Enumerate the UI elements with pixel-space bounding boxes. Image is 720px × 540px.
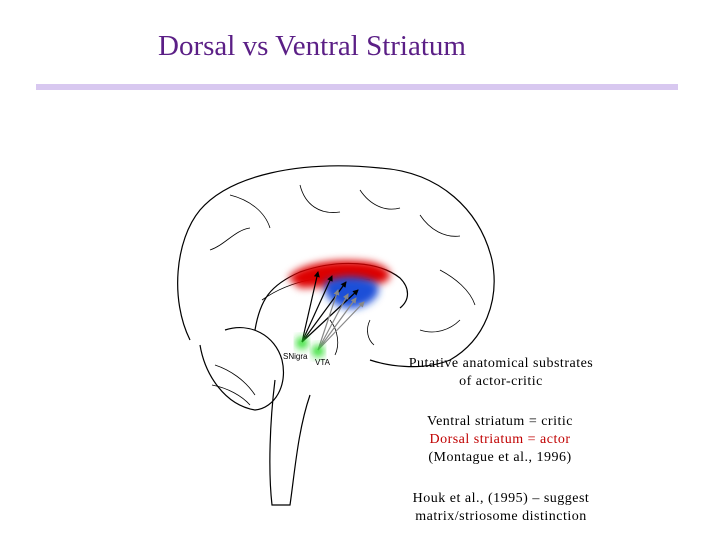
slide-title: Dorsal vs Ventral Striatum (158, 30, 466, 62)
dorsal-caption: Dorsal striatum = actor (429, 432, 571, 447)
caption-line: Houk et al., (1995) – suggest (412, 491, 590, 506)
substrates-caption: Putative anatomical substrates of actor-… (383, 355, 619, 391)
brain-outline (177, 165, 495, 506)
title-divider (36, 84, 678, 90)
ventral-caption: Ventral striatum = critic (427, 414, 573, 429)
caption-line: matrix/striosome distinction (415, 509, 587, 524)
caption-line: Putative anatomical substrates (408, 356, 594, 371)
snigra-nucleus (296, 337, 308, 349)
vta-projections (317, 289, 365, 351)
ventral-striatum (325, 276, 379, 309)
vta-nucleus (312, 345, 324, 357)
vta-label: VTA (315, 358, 331, 367)
montague-citation: (Montague et al., 1996) (428, 450, 572, 465)
snigra-label: SNigra (283, 352, 308, 361)
actor-critic-caption: Ventral striatum = critic Dorsal striatu… (400, 413, 600, 467)
caption-line: of actor-critic (459, 374, 543, 389)
houk-caption: Houk et al., (1995) – suggest matrix/str… (393, 490, 609, 526)
